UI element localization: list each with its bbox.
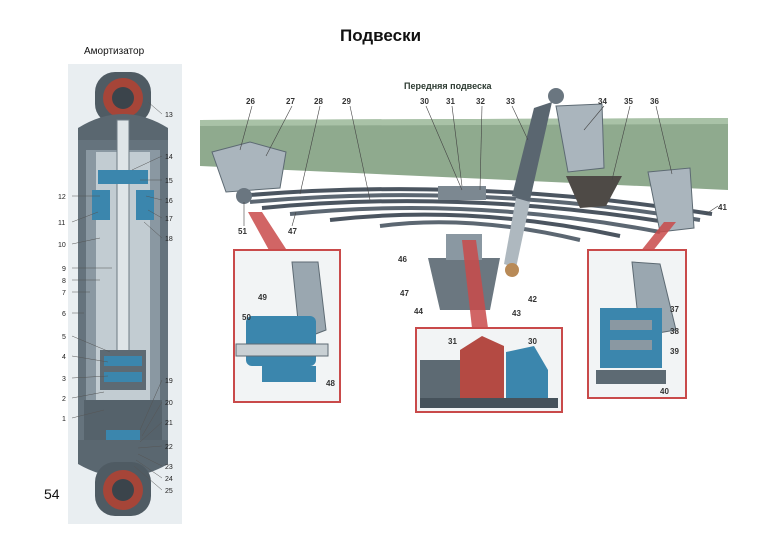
label-21: 21 — [165, 420, 173, 427]
pointer-left — [248, 212, 288, 252]
label-43: 43 — [512, 309, 521, 318]
label-40: 40 — [660, 387, 669, 396]
label-47-front: 47 — [288, 227, 297, 236]
label-7: 7 — [62, 290, 66, 297]
label-9: 9 — [62, 266, 66, 273]
shock-labels-left: 12 11 10 9 8 7 6 5 4 3 2 1 — [58, 194, 66, 423]
inset-left: 49 50 48 — [233, 249, 341, 403]
label-51: 51 — [238, 227, 247, 236]
label-48: 48 — [326, 379, 335, 388]
label-19: 19 — [165, 378, 173, 385]
label-31: 31 — [446, 97, 455, 106]
pointer-center — [462, 240, 488, 328]
label-26: 26 — [246, 97, 255, 106]
label-24: 24 — [165, 476, 173, 483]
label-37: 37 — [670, 305, 679, 314]
front-labels-side: 51 47 46 47 44 43 42 41 — [238, 203, 727, 318]
label-12: 12 — [58, 194, 66, 201]
shock-absorber-drawing — [68, 64, 182, 524]
label-38: 38 — [670, 327, 679, 336]
page-title: Подвески — [340, 26, 422, 45]
label-13: 13 — [165, 112, 173, 119]
label-4: 4 — [62, 354, 66, 361]
label-46: 46 — [398, 255, 407, 264]
label-23: 23 — [165, 464, 173, 471]
label-44: 44 — [414, 307, 423, 316]
shock-labels-right: 13 14 15 16 17 18 19 20 21 22 23 24 25 — [165, 112, 173, 495]
label-28: 28 — [314, 97, 323, 106]
label-29: 29 — [342, 97, 351, 106]
label-5: 5 — [62, 334, 66, 341]
label-20: 20 — [165, 400, 173, 407]
label-49: 49 — [258, 293, 267, 302]
label-17: 17 — [165, 216, 173, 223]
label-33: 33 — [506, 97, 515, 106]
shock-leader-lines — [71, 101, 163, 491]
label-25: 25 — [165, 488, 173, 495]
inset-center: 31 30 — [415, 327, 563, 413]
label-41: 41 — [718, 203, 727, 212]
label-8: 8 — [62, 278, 66, 285]
label-39: 39 — [670, 347, 679, 356]
label-27: 27 — [286, 97, 295, 106]
label-1: 1 — [62, 416, 66, 423]
label-22: 22 — [165, 444, 173, 451]
label-30: 30 — [420, 97, 429, 106]
label-14: 14 — [165, 154, 173, 161]
label-32: 32 — [476, 97, 485, 106]
inset-right: 37 38 39 40 — [587, 249, 687, 399]
label-47-axle: 47 — [400, 289, 409, 298]
label-3: 3 — [62, 376, 66, 383]
label-31-inset: 31 — [448, 337, 457, 346]
front-leader-lines — [239, 105, 719, 227]
label-30-inset: 30 — [528, 337, 537, 346]
front-labels-top: 26 27 28 29 30 31 32 33 34 35 36 — [246, 97, 659, 106]
front-suspension-drawing — [200, 88, 728, 310]
label-35: 35 — [624, 97, 633, 106]
pointer-right — [640, 222, 676, 252]
label-10: 10 — [58, 242, 66, 249]
label-2: 2 — [62, 396, 66, 403]
label-18: 18 — [165, 236, 173, 243]
label-11: 11 — [58, 220, 65, 227]
label-15: 15 — [165, 178, 173, 185]
label-16: 16 — [165, 198, 173, 205]
label-42: 42 — [528, 295, 537, 304]
label-6: 6 — [62, 311, 66, 318]
label-36: 36 — [650, 97, 659, 106]
shock-absorber-caption: Амортизатор — [84, 46, 145, 57]
label-34: 34 — [598, 97, 607, 106]
front-suspension-subtitle: Передняя подвеска — [404, 81, 492, 91]
label-50: 50 — [242, 313, 251, 322]
page-number: 54 — [44, 486, 60, 502]
